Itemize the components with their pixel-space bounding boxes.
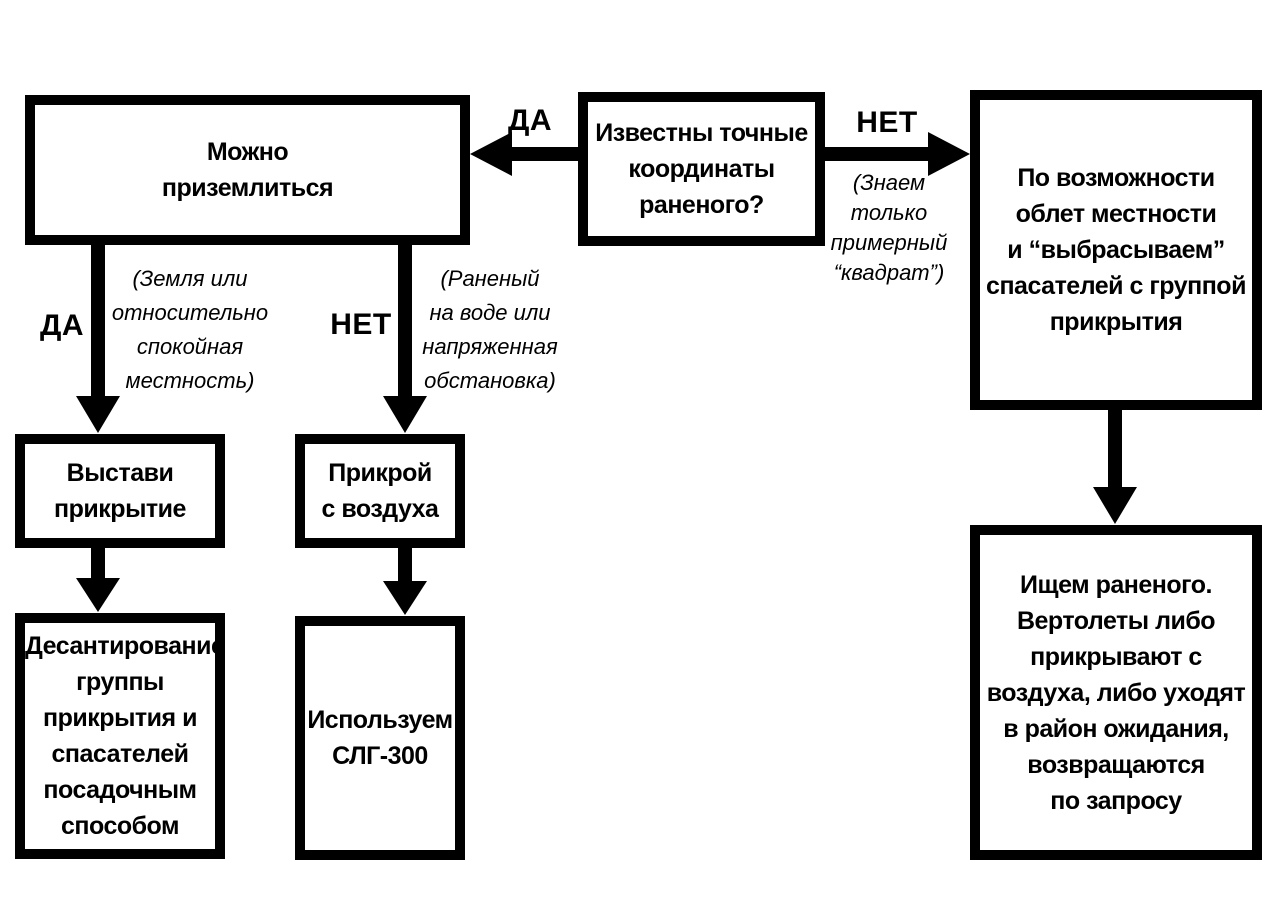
arrow-cover-setup-down — [76, 546, 120, 612]
arrow-yes-to-can-land — [470, 132, 578, 176]
node-cover-air: Прикрой с воздуха — [295, 434, 465, 548]
node-search-text: Ищем раненого. Вертолеты либо прикрывают… — [986, 570, 1246, 815]
node-cover-setup-text: Выстави прикрытие — [54, 459, 186, 523]
label-no-mid: НЕТ — [330, 308, 392, 341]
node-landing-party: Десантирование группы прикрытия и спасат… — [15, 613, 225, 859]
node-slg-text: Используем СЛГ-300 — [307, 706, 453, 770]
arrow-can-land-yes-down — [76, 243, 120, 433]
node-slg: Используем СЛГ-300 — [295, 616, 465, 860]
label-yes-top: ДА — [507, 104, 553, 137]
label-yes-left: ДА — [39, 309, 85, 342]
label-no-top: НЕТ — [856, 106, 918, 139]
annotation-water: (Раненый на воде или напряженная обстано… — [422, 266, 558, 393]
annotation-square: (Знаем только примерный “квадрат”) — [830, 170, 948, 285]
node-coords-question-text: Известны точные координаты раненого? — [595, 119, 808, 219]
arrow-no-to-flyover — [825, 132, 970, 176]
node-coords-question: Известны точные координаты раненого? — [578, 92, 825, 246]
node-flyover: По возможности облет местности и “выбрас… — [970, 90, 1262, 410]
node-cover-setup: Выстави прикрытие — [15, 434, 225, 548]
node-landing-party-text: Десантирование группы прикрытия и спасат… — [25, 632, 225, 840]
arrow-cover-air-down — [383, 546, 427, 615]
annotation-ground: (Земля или относительно спокойная местно… — [111, 266, 269, 393]
node-flyover-text: По возможности облет местности и “выбрас… — [986, 164, 1246, 336]
arrow-flyover-down — [1093, 408, 1137, 524]
node-cover-air-text: Прикрой с воздуха — [321, 459, 439, 523]
arrow-can-land-no-down — [383, 243, 427, 433]
node-can-land-text: Можно приземлиться — [161, 138, 334, 202]
node-search: Ищем раненого. Вертолеты либо прикрывают… — [970, 525, 1262, 860]
node-can-land: Можно приземлиться — [25, 95, 470, 245]
